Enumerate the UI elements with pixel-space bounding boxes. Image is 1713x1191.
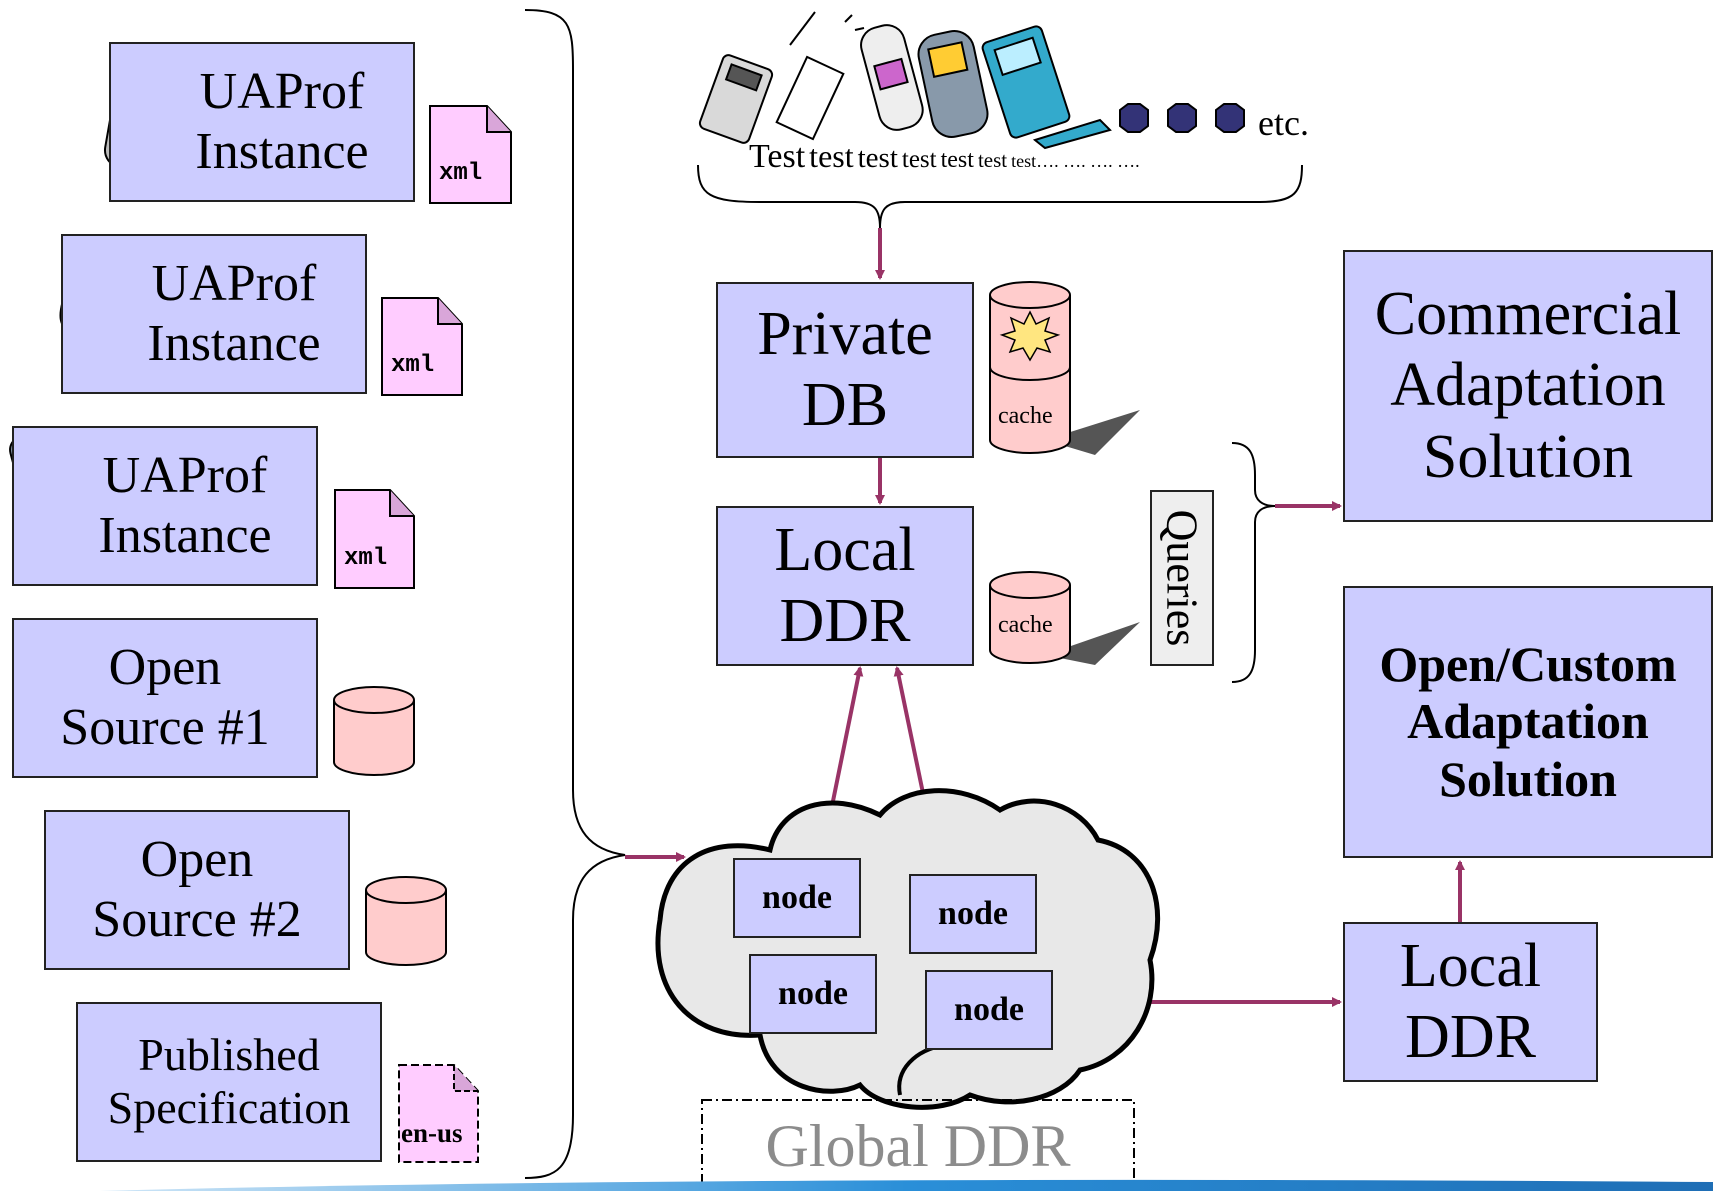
local-ddr-line-1: Local	[774, 515, 916, 584]
open-source-2-box: Open Source #2	[44, 810, 350, 970]
private-db-box: Private DB	[716, 282, 974, 458]
sources-brace	[524, 9, 626, 1179]
published-specification-box: Published Specification	[76, 1002, 382, 1162]
global-ddr-node: node	[909, 874, 1037, 954]
xml-document-label: xml	[439, 160, 483, 187]
local-ddr-right-line-2: DDR	[1405, 1003, 1536, 1071]
local-ddr-right-box: Local DDR	[1343, 922, 1598, 1082]
commercial-line-1: Commercial	[1374, 280, 1682, 349]
test-word: test	[901, 146, 937, 173]
commercial-line-2: Adaptation	[1390, 351, 1666, 420]
source-line-2: Instance	[98, 507, 272, 564]
open-custom-adaptation-box: Open/Custom Adaptation Solution	[1343, 586, 1713, 858]
queries-brace	[1231, 442, 1276, 683]
source-line-2: Source #1	[60, 699, 270, 756]
phone-icon-2	[860, 24, 924, 131]
ellipsis-icon	[1119, 103, 1245, 133]
test-word: Test	[749, 138, 806, 175]
source-line-1: UAProf	[102, 447, 268, 505]
local-ddr-right-line-1: Local	[1399, 931, 1542, 1000]
commercial-adaptation-box: Commercial Adaptation Solution	[1343, 250, 1713, 522]
phone-icon-1	[698, 11, 816, 144]
xml-document-icon-2	[381, 297, 463, 396]
xml-document-label: xml	[391, 352, 435, 379]
commercial-line-3: Solution	[1422, 422, 1634, 491]
en-us-document-label: en-us	[401, 1118, 463, 1148]
starburst-icon	[999, 310, 1061, 362]
uaprof-instance-box-3: UAProf Instance	[12, 426, 318, 586]
local-ddr-cache-icon	[989, 571, 1071, 664]
test-word: test	[940, 147, 974, 173]
test-word: test…. …. …. ….	[1011, 151, 1140, 171]
global-ddr-label: Global DDR	[765, 1113, 1071, 1179]
source-line-2: Instance	[147, 315, 321, 372]
xml-document-icon-3	[334, 489, 415, 589]
global-ddr-node: node	[749, 954, 877, 1034]
local-ddr-line-2: DDR	[779, 587, 911, 655]
global-ddr-node: node	[733, 858, 861, 938]
source-line-2: Instance	[195, 123, 369, 180]
database-cylinder-icon-2	[365, 876, 447, 966]
device-test-text: Test test test test test test test…. …. …	[749, 138, 1140, 176]
source-line-1: UAProf	[199, 63, 365, 121]
xml-document-label: xml	[344, 545, 388, 572]
source-line-1: UAProf	[151, 255, 317, 313]
xml-document-icon-1	[429, 105, 512, 204]
local-ddr-cache-label: cache	[998, 612, 1053, 638]
open-source-1-box: Open Source #1	[12, 618, 318, 778]
phone-icon-3	[917, 30, 989, 138]
global-ddr-cloud	[655, 788, 1161, 1110]
source-line-1: Published	[138, 1029, 320, 1081]
local-ddr-box: Local DDR	[716, 506, 974, 666]
uaprof-instance-box-2: UAProf Instance	[61, 234, 367, 394]
private-db-line-2: DB	[801, 371, 889, 439]
source-line-2: Specification	[107, 1082, 351, 1133]
devices-brace	[697, 164, 1303, 229]
test-word: test	[977, 148, 1008, 172]
source-line-1: Open	[108, 639, 222, 697]
uaprof-instance-box-1: UAProf Instance	[109, 42, 415, 202]
source-line-2: Source #2	[92, 891, 302, 948]
etc-label: etc.	[1258, 103, 1309, 143]
database-cylinder-icon-1	[333, 686, 415, 776]
private-db-cache-icon	[989, 281, 1071, 454]
queries-label: Queries	[1157, 509, 1207, 647]
open-custom-line-3: Solution	[1439, 750, 1617, 807]
pager-icon	[775, 14, 865, 141]
open-custom-line-1: Open/Custom	[1379, 635, 1677, 692]
phone-icon-4	[981, 25, 1112, 150]
private-db-cache-label: cache	[998, 403, 1053, 429]
en-us-document-icon	[398, 1064, 479, 1163]
queries-label-box: Queries	[1150, 490, 1214, 666]
private-db-line-1: Private	[757, 299, 933, 368]
global-ddr-node: node	[925, 970, 1053, 1050]
test-word: test	[809, 138, 854, 174]
open-custom-line-2: Adaptation	[1407, 693, 1649, 750]
test-word: test	[857, 142, 898, 174]
source-line-1: Open	[140, 831, 254, 889]
